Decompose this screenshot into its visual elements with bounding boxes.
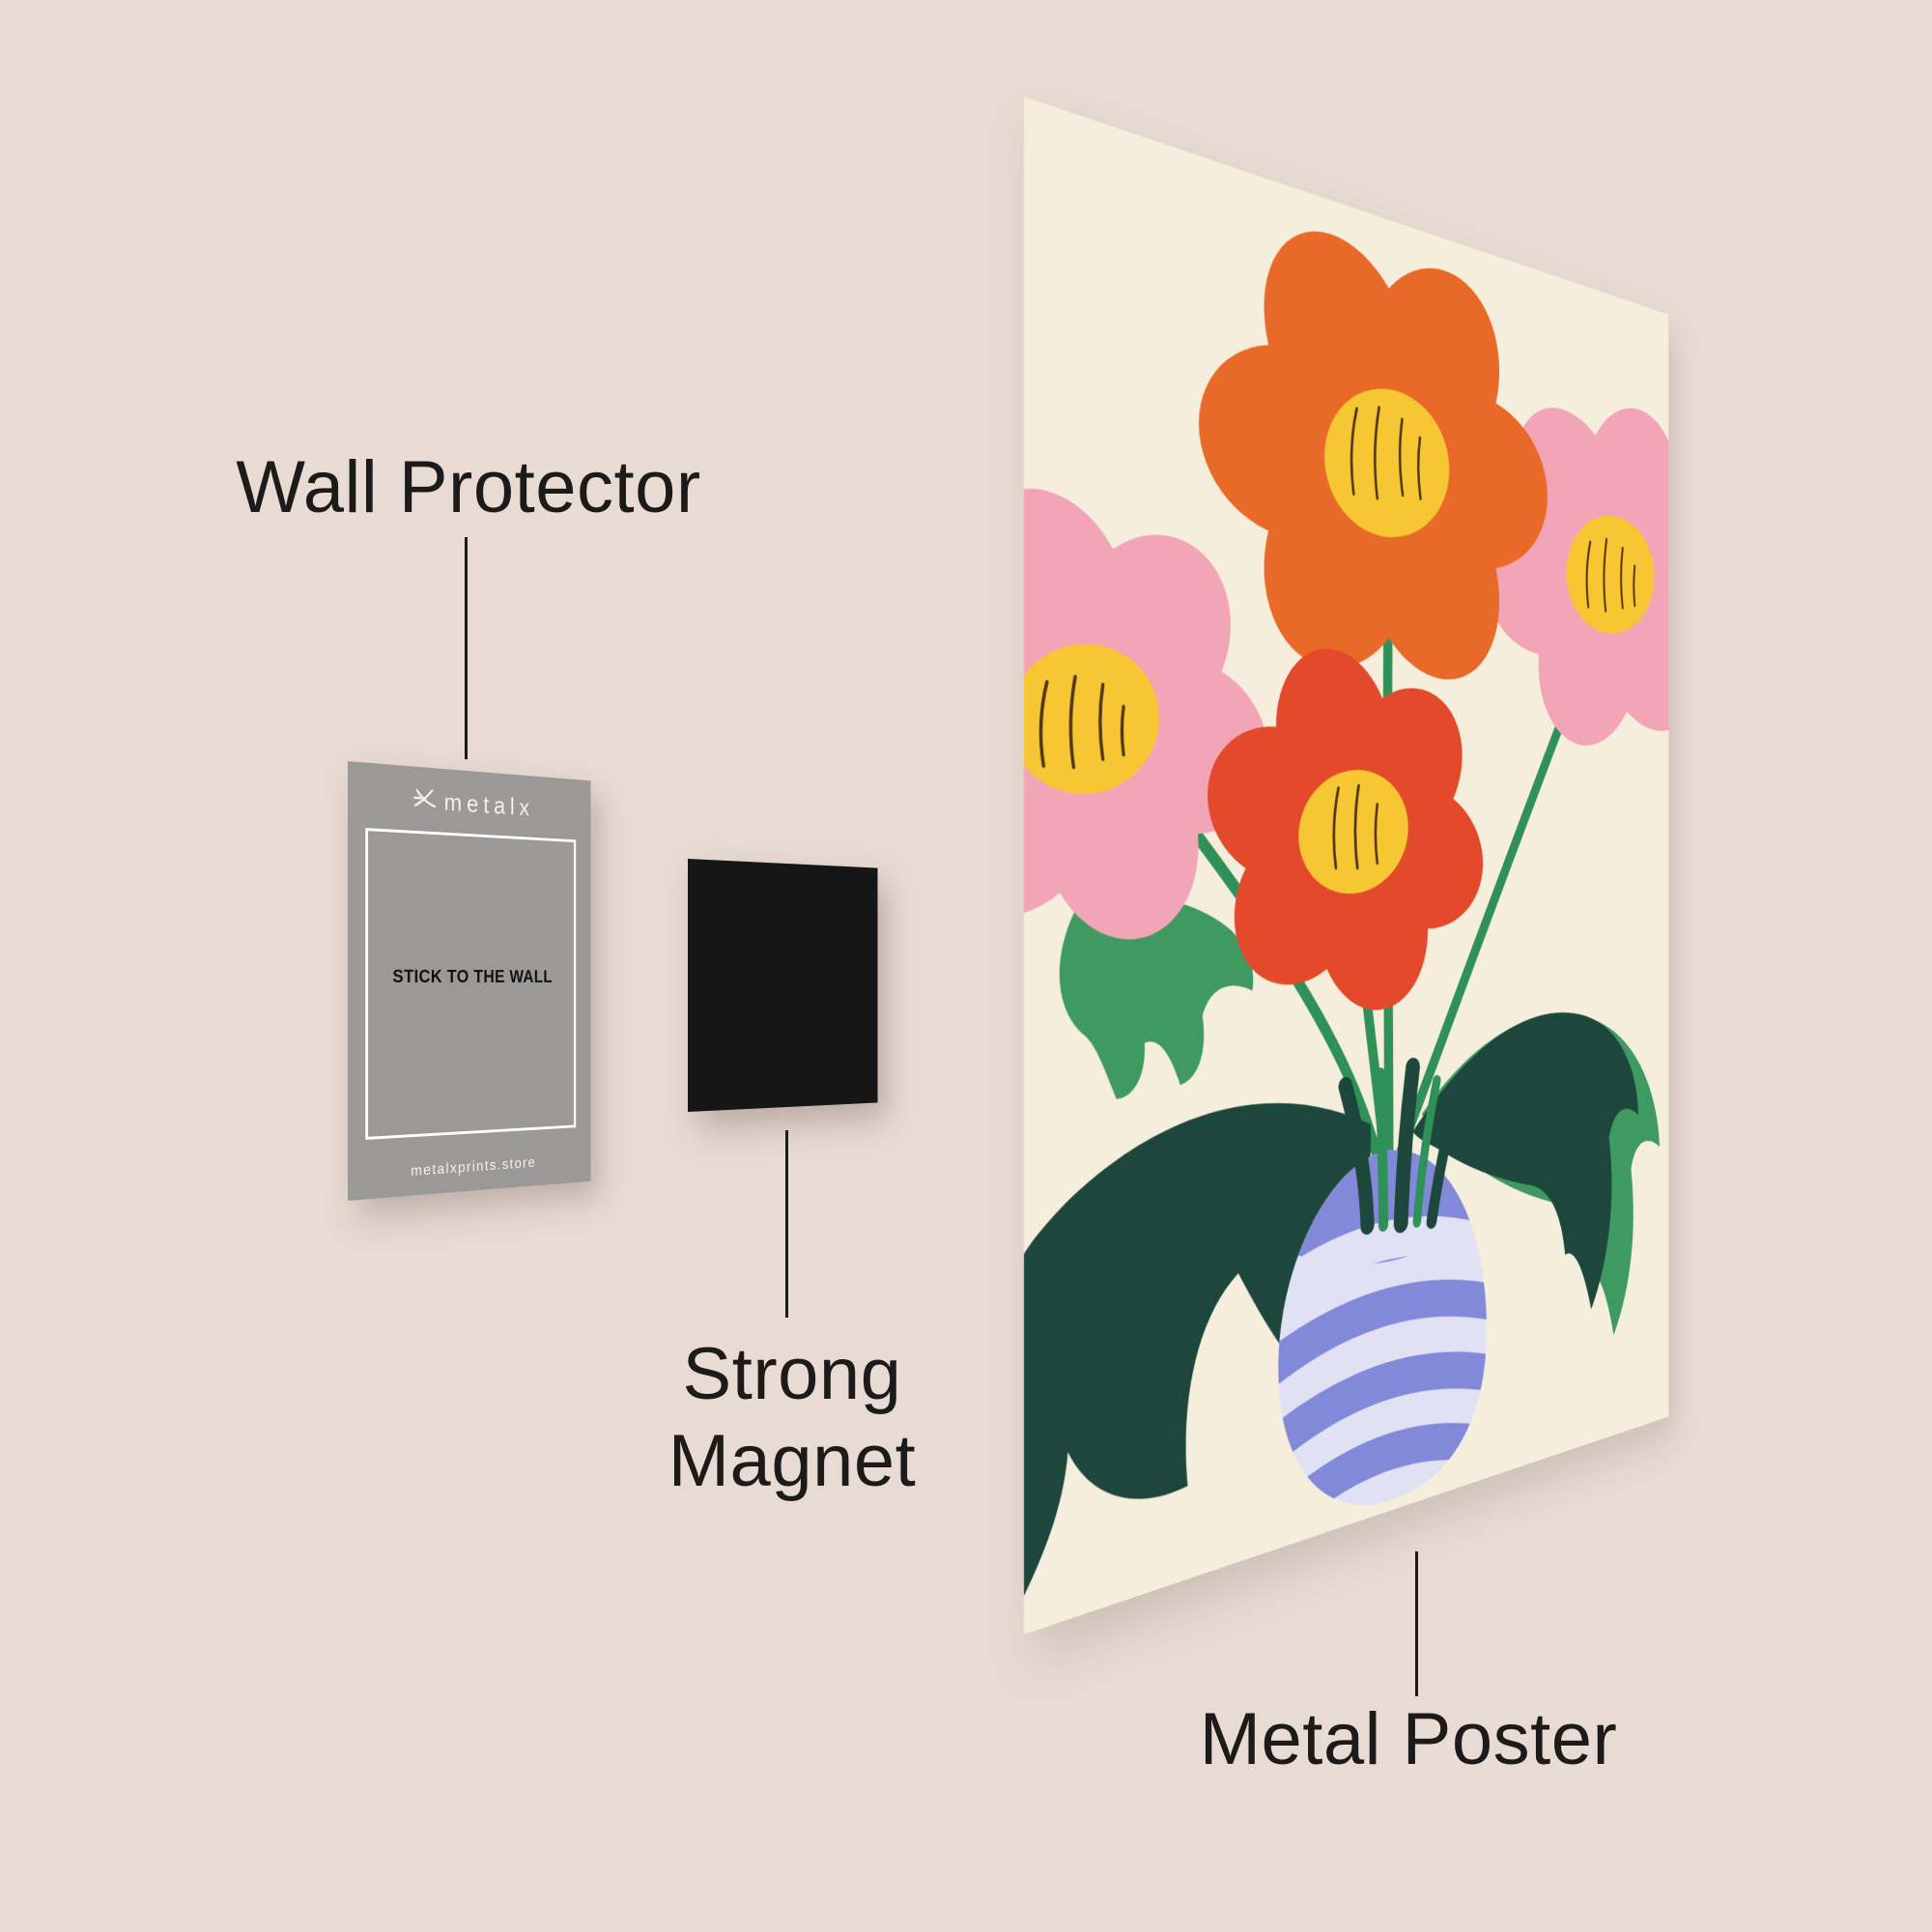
strong-magnet-label-line2: Magnet bbox=[668, 1420, 917, 1502]
wall-protector-connector-line bbox=[465, 537, 468, 759]
flower-center bbox=[1024, 630, 1174, 812]
wall-protector-label: Wall Protector bbox=[236, 446, 701, 528]
strong-magnet-connector-line bbox=[785, 1130, 788, 1318]
card-instruction-text: STICK TO THE WALL bbox=[392, 967, 553, 987]
strong-magnet-label: Strong Magnet bbox=[502, 1331, 1082, 1505]
magnet-square bbox=[688, 859, 878, 1112]
metalx-mark-icon bbox=[413, 786, 437, 815]
metal-poster bbox=[1024, 97, 1669, 1634]
metal-poster-label: Metal Poster bbox=[1199, 1698, 1618, 1780]
wall-protector-card: metalx STICK TO THE WALL metalxprints.st… bbox=[348, 761, 591, 1201]
poster-artwork bbox=[1024, 97, 1669, 1634]
pink-flower-left bbox=[1024, 471, 1280, 968]
metal-poster-connector-line bbox=[1415, 1551, 1418, 1696]
brand-logo-text: metalx bbox=[443, 787, 534, 822]
card-website-text: metalxprints.store bbox=[411, 1154, 536, 1180]
strong-magnet-label-line1: Strong bbox=[682, 1333, 902, 1415]
red-flower bbox=[1192, 637, 1494, 1031]
brand-logo: metalx bbox=[348, 781, 591, 826]
orange-flower bbox=[1198, 208, 1548, 712]
